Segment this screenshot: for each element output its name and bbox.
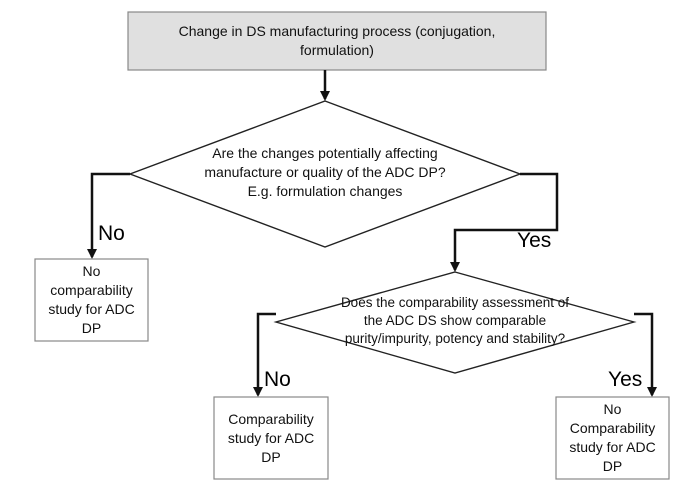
decision-2-diamond bbox=[273, 271, 637, 374]
outcome-left-text: No comparability study for ADC DP bbox=[48, 263, 135, 336]
outcome-middle-box bbox=[213, 396, 329, 480]
decision-1-text: Are the changes potentially affecting ma… bbox=[204, 144, 446, 199]
arrow-decision-2-yes bbox=[634, 312, 657, 397]
arrow-decision-1-no bbox=[87, 172, 130, 259]
decision-1-yes-label: Yes bbox=[517, 229, 552, 252]
arrow-decision-1-yes bbox=[450, 172, 559, 272]
outcome-left-box bbox=[34, 258, 149, 342]
arrow-decision-2-no bbox=[253, 312, 276, 397]
outcome-right-text: No Comparability study for ADC DP bbox=[569, 401, 656, 474]
decision-2-yes-label: Yes bbox=[608, 368, 643, 391]
decision-1-no-label: No bbox=[98, 222, 125, 245]
decision-1-diamond bbox=[128, 100, 522, 248]
start-box bbox=[127, 11, 547, 71]
decision-2-text: Does the comparability assessment of the… bbox=[340, 295, 570, 346]
outcome-middle-text: Comparability study for ADC DP bbox=[227, 410, 315, 465]
start-box-text: Change in DS manufacturing process (conj… bbox=[178, 23, 496, 58]
outcome-right-box bbox=[555, 396, 670, 480]
decision-2-no-label: No bbox=[264, 368, 291, 391]
